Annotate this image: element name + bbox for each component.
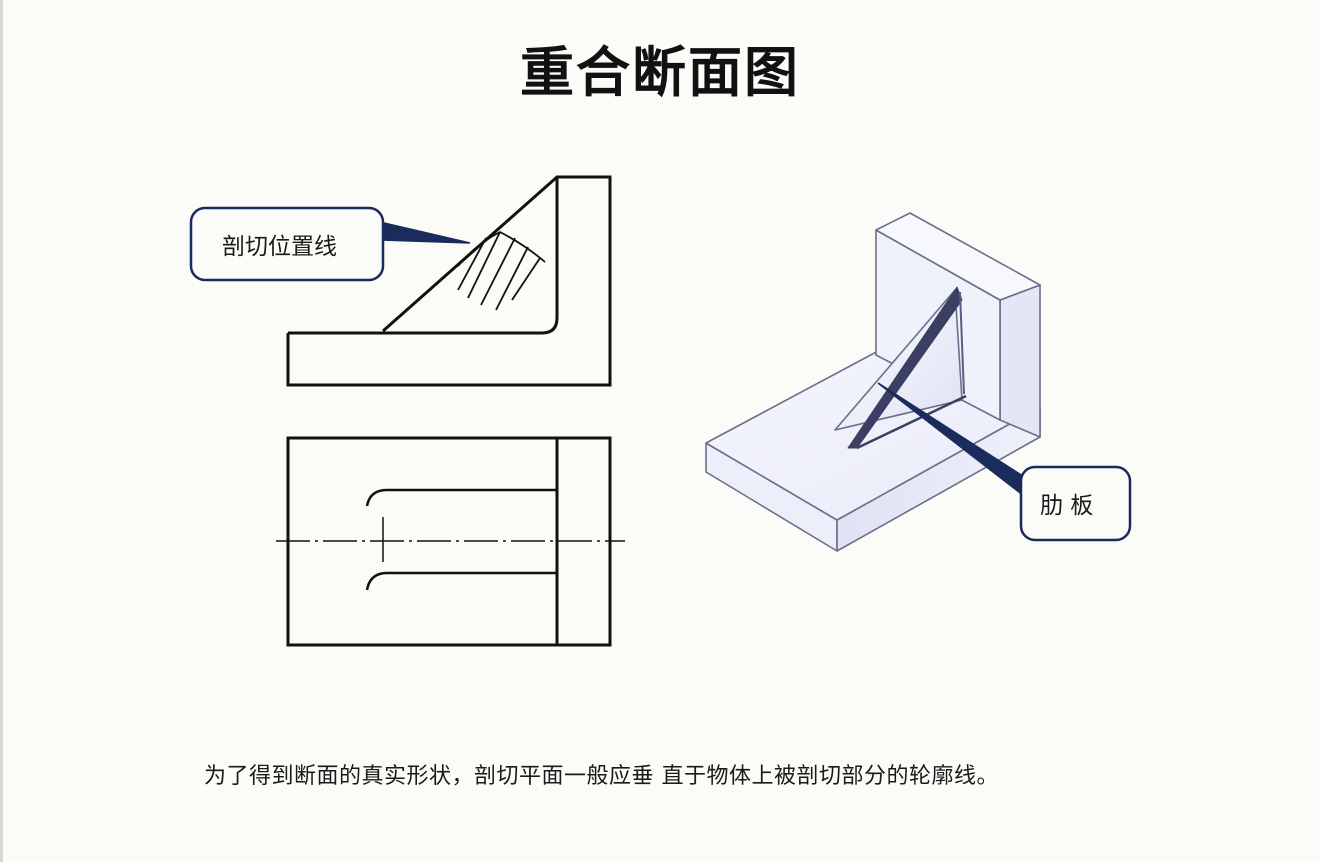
front-view-outline <box>286 175 612 387</box>
rib-callout: 肋 板 <box>877 382 1132 542</box>
page-title: 重合断面图 <box>520 40 800 104</box>
rib-lower-edge <box>365 571 557 591</box>
front-view-base-top <box>288 177 559 335</box>
isometric-model <box>705 212 1041 552</box>
front-view <box>286 175 612 387</box>
rib-label: 肋 板 <box>1040 493 1093 519</box>
rib-face <box>834 289 963 431</box>
top-view <box>276 436 625 647</box>
cutting-plane-leader <box>379 221 471 244</box>
removed-section-hatch <box>457 230 546 311</box>
rib-bottom-edge <box>856 394 967 450</box>
rib-label-box <box>1019 465 1132 542</box>
cutting-plane-label-box <box>189 206 385 282</box>
cutting-plane-callout: 剖切位置线 <box>189 206 471 282</box>
rib-dark-edge <box>847 286 963 449</box>
wall-right-face <box>999 284 1041 438</box>
page-left-border <box>0 0 3 862</box>
rib-upper-edge <box>365 488 557 507</box>
rib-vertical-edge <box>959 291 965 395</box>
wall-top-face <box>875 212 1041 301</box>
cutting-plane-label: 剖切位置线 <box>222 234 337 260</box>
caption-text: 为了得到断面的真实形状，剖切平面一般应垂 直于物体上被剖切部分的轮廓线。 <box>204 764 999 789</box>
